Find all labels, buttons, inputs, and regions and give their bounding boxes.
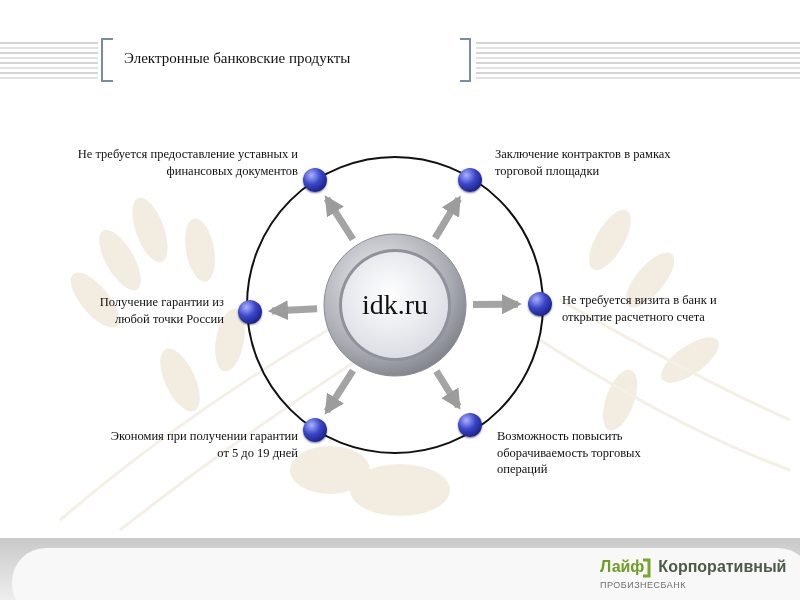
feature-node: Экономия при получении гарантии от 5 до … (303, 418, 327, 442)
logo-subtitle: ПРОБИЗНЕСБАНК (600, 580, 686, 590)
feature-node: Возможность повысить оборачиваемость тор… (458, 413, 482, 437)
orbit-ring (247, 157, 543, 453)
feature-node: Получение гарантии из любой точки России (238, 300, 262, 324)
connector-arrow (473, 301, 518, 308)
feature-node: Заключение контрактов в рамках торговой … (458, 168, 482, 192)
feature-text: Возможность повысить оборачиваемость тор… (497, 428, 665, 478)
title-bracket (460, 39, 470, 81)
logo-word: Лайф (600, 558, 644, 576)
feature-text: Получение гарантии из любой точки России (72, 294, 224, 327)
connector-arrow (327, 371, 353, 412)
slide-title: Электронные банковские продукты (124, 50, 350, 67)
center-circle: idk.ru (323, 233, 467, 377)
title-bracket (102, 39, 113, 81)
logo-word: Корпоративный (658, 558, 786, 576)
feature-text: Экономия при получении гарантии от 5 до … (110, 428, 298, 461)
connector-arrow (435, 199, 459, 238)
footer-band (0, 538, 800, 600)
connector-arrow (272, 309, 317, 311)
wheat-background (60, 193, 790, 530)
center-label: idk.ru (362, 289, 428, 321)
feature-node: Не требуется визита в банк и открытие ра… (528, 292, 552, 316)
feature-node: Не требуется предоставление уставных и ф… (303, 168, 327, 192)
feature-text: Не требуется визита в банк и открытие ра… (562, 292, 762, 325)
feature-text: Не требуется предоставление уставных и ф… (72, 146, 298, 179)
feature-text: Заключение контрактов в рамках торговой … (495, 146, 673, 179)
connector-arrow (436, 371, 458, 406)
connector-arrow (327, 199, 353, 240)
title-stripes (0, 43, 800, 78)
